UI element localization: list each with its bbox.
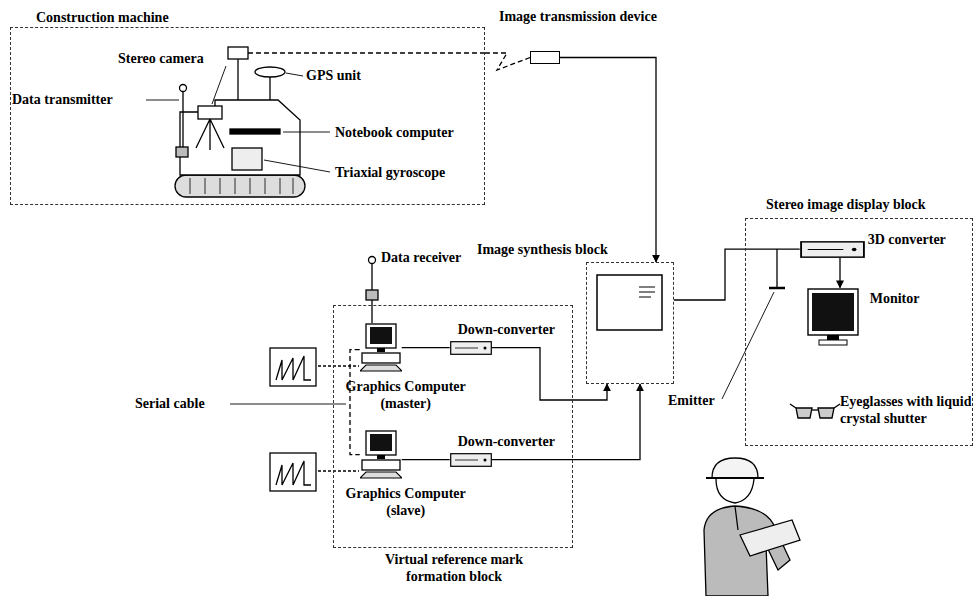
- converter-box: Down-converter: [450, 341, 492, 355]
- connector: [402, 347, 450, 348]
- transmitter-antenna: [180, 85, 187, 92]
- monitor: Monitor: [807, 288, 859, 346]
- part-label: Serial cable: [135, 395, 205, 412]
- image-transmitter: [228, 47, 248, 59]
- node-label: Monitor: [870, 290, 920, 307]
- part-label: GPS unit: [306, 67, 361, 84]
- leader-lines: [146, 66, 774, 404]
- part-label: Triaxial gyroscope: [335, 164, 445, 181]
- converter-box: [450, 341, 492, 355]
- gps-unit: [255, 67, 285, 77]
- connector: [674, 249, 800, 300]
- group-box: Virtual reference mark formation blockGr…: [333, 305, 573, 548]
- radio-link: [248, 52, 485, 53]
- part-label: Data transmitter: [12, 91, 113, 108]
- data-receiver: [366, 290, 378, 300]
- computer: Graphics Computer (slave): [360, 430, 402, 480]
- computer-icon: [360, 430, 402, 480]
- node-label: Image transmission device: [499, 8, 657, 25]
- receiver-antenna: [369, 257, 376, 264]
- antenna-mast: [182, 92, 183, 147]
- node-label: Down-converter: [458, 321, 555, 338]
- converter-box: 3D converter: [800, 241, 865, 258]
- node-label: Virtual reference mark formation block: [366, 551, 542, 585]
- node-label: Image synthesis block: [477, 241, 608, 258]
- gps-pole: [269, 77, 270, 100]
- part-label: Stereo camera: [118, 50, 204, 67]
- node-label: Stereo image display block: [766, 196, 926, 213]
- receiver-mast: [371, 264, 372, 290]
- data-transmitter: [176, 147, 188, 157]
- connector: [492, 348, 607, 400]
- computer-icon: [360, 323, 402, 373]
- node-label: Graphics Computer (slave): [340, 485, 472, 519]
- emitter-wire: [776, 249, 777, 288]
- graph-icon: [270, 453, 316, 491]
- stereo-camera: [198, 106, 222, 119]
- machine-body: [180, 100, 300, 175]
- worker-figure: [704, 458, 800, 596]
- eyeglasses: [790, 404, 840, 418]
- crawler-track: [175, 175, 305, 197]
- converter-box: Down-converter: [450, 453, 492, 467]
- part-label: Eyeglasses with liquid crystal shutter: [840, 393, 972, 427]
- part-label: Notebook computer: [335, 124, 454, 141]
- notebook-computer: [230, 129, 280, 134]
- group-box: Image synthesis block: [586, 262, 674, 384]
- node-label: Down-converter: [458, 433, 555, 450]
- connector: [485, 53, 530, 70]
- graph-link: [318, 365, 359, 366]
- device-box: Image transmission device: [530, 51, 560, 64]
- node-label: Construction machine: [36, 9, 169, 26]
- receiver-wire: [371, 300, 372, 323]
- transmitter-mount: [237, 59, 238, 100]
- connector: [560, 58, 656, 263]
- graph-icon: [270, 348, 316, 386]
- monitor-icon: [807, 288, 859, 346]
- converter-box: [450, 453, 492, 467]
- emitter: [769, 287, 785, 290]
- connector: [839, 258, 840, 288]
- track-links: [190, 178, 293, 194]
- sawtooth-graph: [276, 356, 311, 380]
- computer: Graphics Computer (master): [360, 323, 402, 373]
- graph-link: [318, 470, 359, 471]
- synthesizer-icon: [587, 263, 673, 383]
- node-label: 3D converter: [868, 231, 946, 248]
- connector: [402, 459, 450, 460]
- node-label: Graphics Computer (master): [340, 378, 472, 412]
- part-label: Emitter: [668, 392, 715, 409]
- sawtooth-graph: [276, 461, 311, 485]
- triaxial-gyroscope: [232, 148, 262, 170]
- connector: [350, 350, 360, 455]
- converter-box: [800, 241, 865, 258]
- part-label: Data receiver: [381, 249, 461, 266]
- camera-tripod: [196, 119, 224, 150]
